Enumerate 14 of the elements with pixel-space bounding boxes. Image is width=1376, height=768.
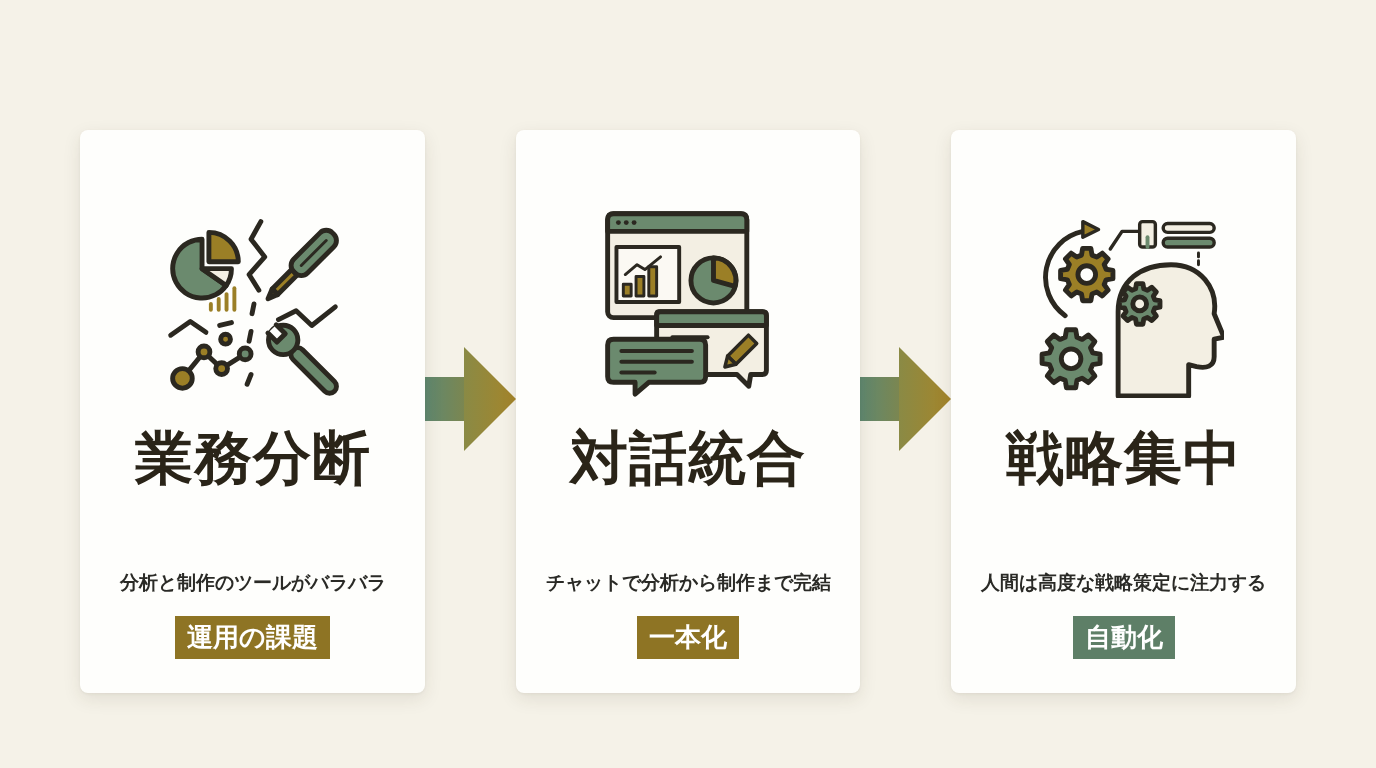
category-tag: 自動化	[1072, 616, 1175, 659]
step-card	[516, 130, 860, 693]
card-description: 分析と制作のツールがバラバラ	[119, 570, 386, 594]
card-title: 業務分断	[134, 426, 371, 490]
category-tag: 一本化	[637, 616, 739, 659]
step-card	[951, 130, 1296, 693]
card-title: 対話統合	[570, 426, 806, 490]
card-description: チャットで分析から制作まで完結	[545, 570, 831, 594]
flow-arrow	[425, 347, 516, 451]
flow-arrow	[860, 347, 951, 451]
step-card	[80, 130, 425, 693]
card-description: 人間は高度な戦略策定に注力する	[981, 570, 1266, 594]
category-tag: 運用の課題	[175, 616, 330, 659]
card-title: 戦略集中	[1005, 426, 1242, 490]
